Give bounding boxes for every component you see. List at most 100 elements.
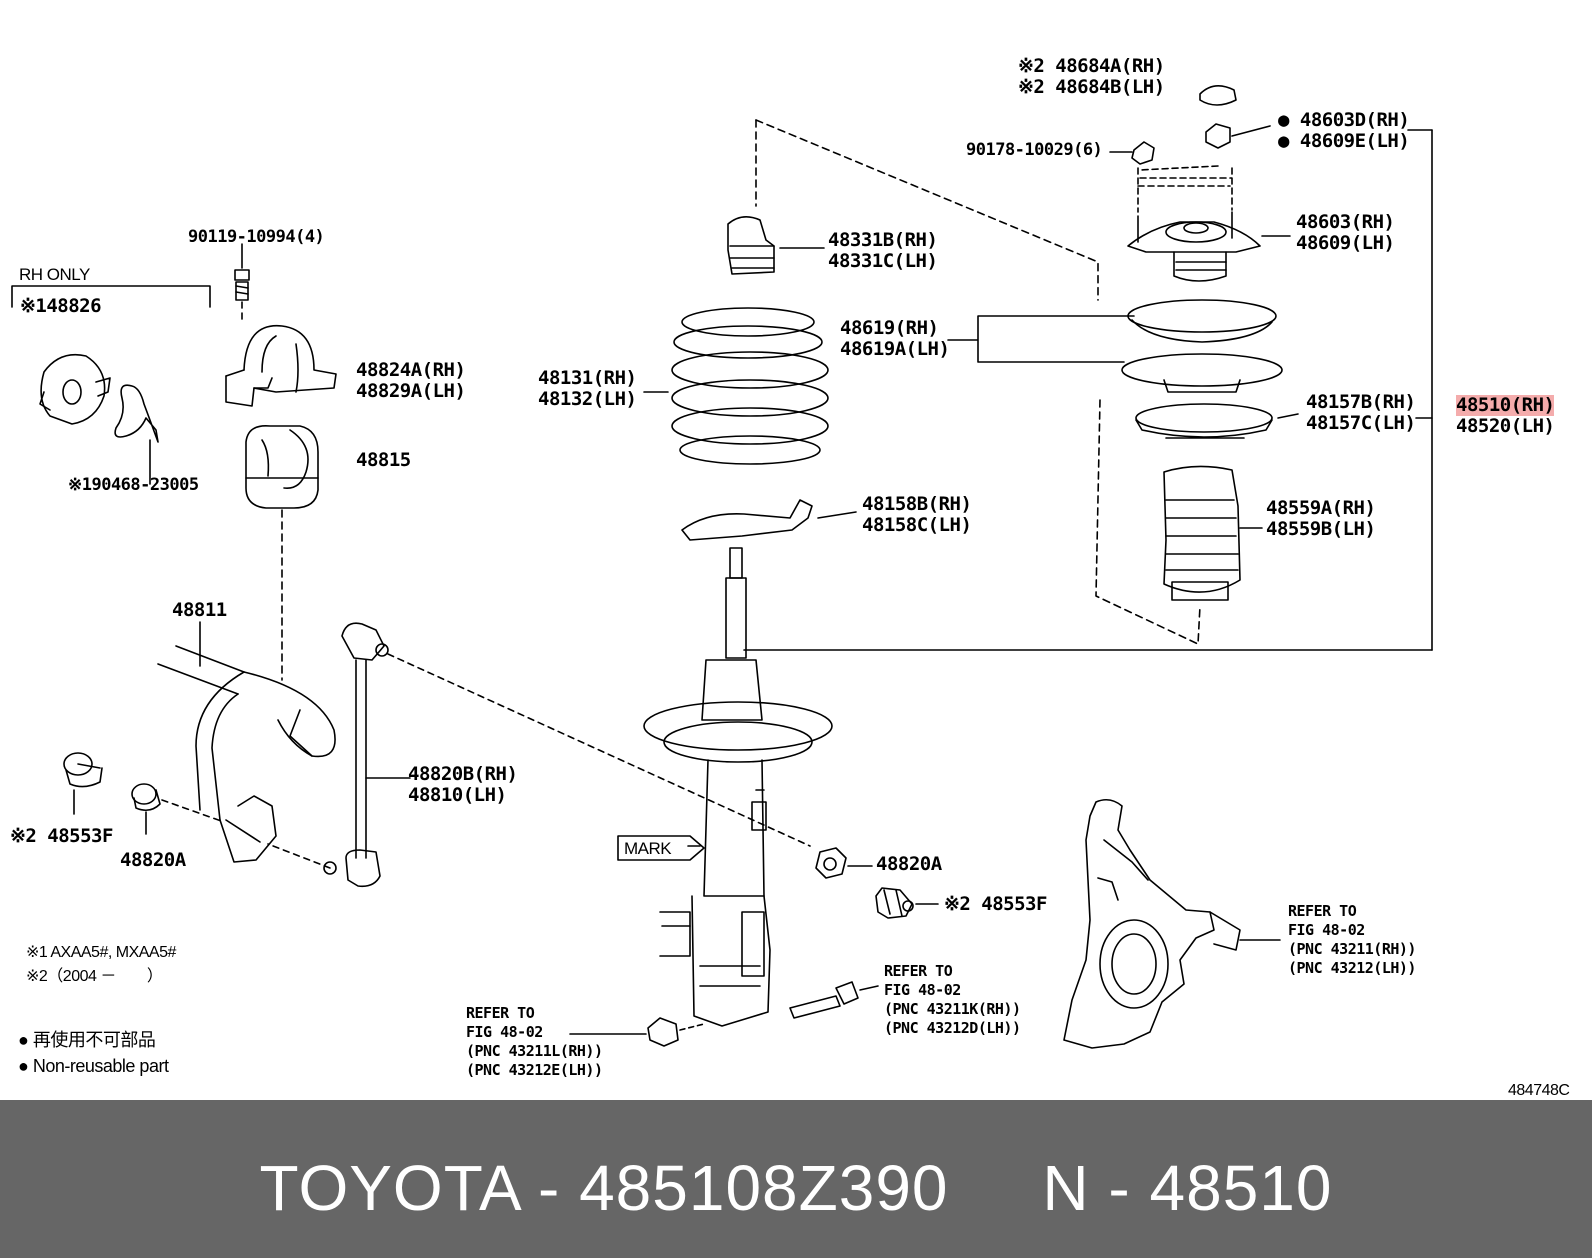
part-48824a-rh: 48824A(RH) — [356, 359, 466, 381]
cap-48684a-drawing — [1199, 85, 1237, 106]
refer-bolt-line-4: (PNC 43212D(LH)) — [884, 1019, 1021, 1037]
part-48603d-label: ● 48603D(RH) ● 48609E(LH) — [1278, 109, 1410, 152]
rh-only-label: RH ONLY — [19, 265, 90, 284]
part-48510-rh-highlighted: 48510(RH) — [1456, 394, 1555, 416]
part-48553f-right-label: ※2 48553F — [944, 893, 1047, 915]
part-48815-label: 48815 — [356, 449, 411, 471]
part-90178-label: 90178-10029(6) — [966, 140, 1103, 160]
part-48157c-lh: 48157C(LH) — [1306, 412, 1416, 434]
nut-48820a-right-drawing — [815, 847, 873, 879]
refer-nut-line-4: (PNC 43212E(LH)) — [466, 1061, 603, 1079]
part-48603-rh: 48603(RH) — [1296, 211, 1395, 233]
refer-knuckle-line-1: REFER TO — [1288, 902, 1357, 920]
part-48553f-left-label: ※2 48553F — [10, 825, 113, 847]
part-48331c-lh: 48331C(LH) — [828, 250, 938, 272]
part-48609-lh: 48609(LH) — [1296, 232, 1395, 254]
nut-48820a-left-drawing — [131, 783, 225, 835]
dash-upper-mount — [1137, 165, 1233, 213]
part-48132-lh: 48132(LH) — [538, 388, 637, 410]
upper-mount-48603-drawing — [1127, 211, 1291, 282]
refer-bolt-line-2: FIG 48-02 — [884, 981, 961, 999]
dash-upper-outline — [755, 119, 1099, 301]
part-48820b-rh: 48820B(RH) — [408, 763, 518, 785]
part-48609e-lh: ● 48609E(LH) — [1278, 130, 1410, 152]
part-48810-lh: 48810(LH) — [408, 784, 507, 806]
part-number-caption: TOYOTA - 485108Z390 N - 48510 — [259, 1152, 1333, 1224]
part-48619-rh: 48619(RH) — [840, 317, 939, 339]
refer-nut-line-2: FIG 48-02 — [466, 1023, 543, 1041]
bolt-43211k-drawing — [789, 981, 879, 1019]
stabilizer-cover-48826-drawing — [39, 353, 111, 425]
clip-90468-drawing — [114, 384, 159, 443]
part-48559a-label: 48559A(RH) 48559B(LH) — [1266, 497, 1376, 540]
bearing-48157b-drawing — [1135, 403, 1299, 439]
part-48811-label: 48811 — [172, 599, 227, 621]
coil-spring-48131-drawing — [643, 307, 829, 465]
part-48158c-lh: 48158C(LH) — [862, 514, 972, 536]
refer-knuckle-line-2: FIG 48-02 — [1288, 921, 1365, 939]
legend-non-reusable: ● Non-reusable part — [18, 1056, 169, 1076]
part-48824a-label: 48824A(RH) 48829A(LH) — [356, 359, 466, 402]
refer-knuckle-label: REFER TO FIG 48-02 (PNC 43211(RH)) (PNC … — [1288, 902, 1416, 978]
mark-label: MARK — [624, 839, 672, 858]
refer-nut-label: REFER TO FIG 48-02 (PNC 43211L(RH)) (PNC… — [466, 1004, 603, 1080]
part-48158b-rh: 48158B(RH) — [862, 493, 972, 515]
refer-bolt-label: REFER TO FIG 48-02 (PNC 43211K(RH)) (PNC… — [884, 962, 1021, 1038]
nut-90178-drawing — [1109, 141, 1155, 165]
note-1: ※1 AXAA5#, MXAA5# — [26, 944, 176, 961]
nut-48553f-left-drawing — [63, 752, 103, 815]
part-48684b-lh: ※2 48684B(LH) — [1018, 76, 1165, 98]
part-48510-label: 48510(RH) 48520(LH) — [1456, 394, 1555, 437]
diagram-code: 484748C — [1508, 1082, 1570, 1099]
footer-bar: TOYOTA - 485108Z390 N - 48510 — [0, 1100, 1592, 1258]
part-48829a-lh: 48829A(LH) — [356, 380, 466, 402]
part-48331b-rh: 48331B(RH) — [828, 229, 938, 251]
parts-diagram-drawing — [11, 85, 1433, 1049]
nut-43211l-drawing — [569, 1017, 705, 1047]
bump-stopper-48331b-drawing — [727, 216, 825, 275]
part-48603d-rh: ● 48603D(RH) — [1278, 109, 1410, 131]
refer-bolt-line-3: (PNC 43211K(RH)) — [884, 1000, 1021, 1018]
part-48157b-rh: 48157B(RH) — [1306, 391, 1416, 413]
spring-seat-48619-drawing — [947, 299, 1283, 393]
part-48158b-label: 48158B(RH) 48158C(LH) — [862, 493, 972, 536]
part-48131-rh: 48131(RH) — [538, 367, 637, 389]
dash-lower-outline — [1095, 399, 1201, 645]
part-48826-label: ※148826 — [20, 295, 102, 317]
stabilizer-bar-48811-drawing — [157, 621, 336, 863]
bushing-48815-drawing — [245, 425, 319, 509]
strut-48510-drawing — [643, 129, 1433, 1027]
part-48157b-label: 48157B(RH) 48157C(LH) — [1306, 391, 1416, 434]
stabilizer-link-48820b-drawing — [267, 622, 811, 888]
nut-48603d-drawing — [1205, 123, 1271, 149]
mark-box-drawing — [617, 835, 705, 861]
rh-only-bracket — [11, 285, 211, 308]
part-48820a-left-label: 48820A — [120, 849, 186, 871]
part-48684a-rh: ※2 48684A(RH) — [1018, 55, 1165, 77]
note-2: ※2（2004 － ） — [26, 968, 163, 985]
part-48559a-rh: 48559A(RH) — [1266, 497, 1376, 519]
part-48619a-lh: 48619A(LH) — [840, 338, 950, 360]
part-48820a-right-label: 48820A — [876, 853, 942, 875]
part-48331b-label: 48331B(RH) 48331C(LH) — [828, 229, 938, 272]
refer-nut-line-1: REFER TO — [466, 1004, 535, 1022]
refer-knuckle-line-4: (PNC 43212(LH)) — [1288, 959, 1416, 977]
bolt-90119-drawing — [234, 243, 250, 321]
refer-nut-line-3: (PNC 43211L(RH)) — [466, 1042, 603, 1060]
part-90468-label: ※190468-23005 — [68, 475, 199, 495]
nut-48553f-right-drawing — [875, 887, 939, 919]
legend-japanese: ● 再使用不可部品 — [18, 1030, 156, 1050]
steering-knuckle-drawing — [1063, 798, 1281, 1049]
bracket-48824a-drawing — [225, 324, 337, 407]
parts-diagram: RH ONLY ※148826 90119-10994(4) 48824A(RH… — [10, 55, 1570, 1099]
part-90119-label: 90119-10994(4) — [188, 227, 325, 247]
part-48820b-label: 48820B(RH) 48810(LH) — [408, 763, 518, 806]
spring-seat-48158b-drawing — [681, 499, 857, 541]
part-48520-lh: 48520(LH) — [1456, 415, 1555, 437]
part-48684a-label: ※2 48684A(RH) ※2 48684B(LH) — [1018, 56, 1165, 98]
part-48131-label: 48131(RH) 48132(LH) — [538, 367, 637, 410]
part-48603-label: 48603(RH) 48609(LH) — [1296, 211, 1395, 254]
boot-48559a-drawing — [1163, 465, 1263, 601]
refer-bolt-line-1: REFER TO — [884, 962, 953, 980]
part-48559b-lh: 48559B(LH) — [1266, 518, 1376, 540]
